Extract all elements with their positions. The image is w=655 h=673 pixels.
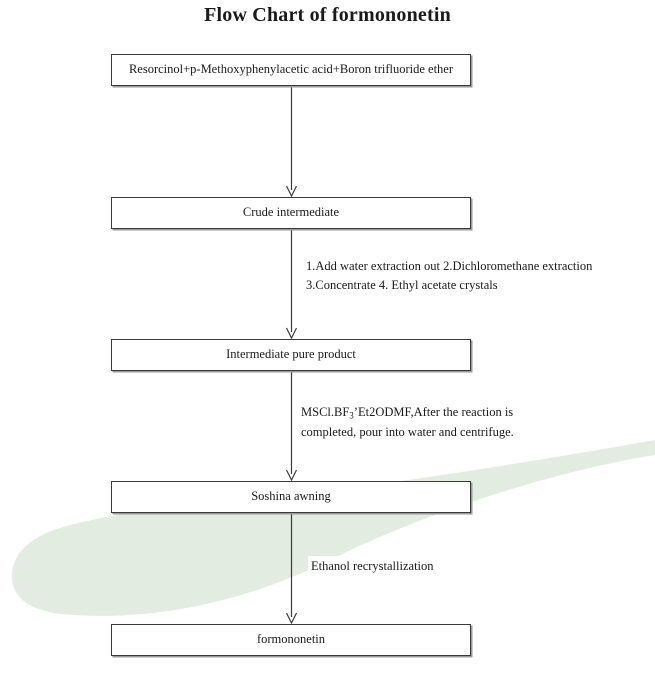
node-box-reactants[interactable]: Resorcinol+p-Methoxyphenylacetic acid+Bo…: [111, 54, 471, 86]
node-label: formononetin: [256, 632, 326, 647]
node-label: Resorcinol+p-Methoxyphenylacetic acid+Bo…: [128, 62, 454, 77]
annotation-reagents-workup: MSCl.BF3’Et2ODMF,After the reaction is c…: [298, 402, 517, 444]
annotation-line: 3.Concentrate 4. Ethyl acetate crystals: [306, 278, 498, 293]
arrow-down-icon: [284, 371, 299, 481]
node-box-soshina-awning[interactable]: Soshina awning: [111, 481, 471, 513]
annotation-line: completed, pour into water and centrifug…: [301, 425, 514, 440]
node-box-intermediate-pure-product[interactable]: Intermediate pure product: [111, 339, 471, 371]
formula-prefix: MSCl.BF: [301, 405, 350, 419]
annotation-ethanol-recrystallization: Ethanol recrystallization: [308, 556, 437, 578]
node-label: Soshina awning: [251, 489, 331, 504]
annotation-line: MSCl.BF3’Et2ODMF,After the reaction is: [301, 403, 514, 423]
annotation-purification-steps: 1.Add water extraction out 2.Dichloromet…: [303, 256, 596, 297]
formula-suffix: ’Et2ODMF,After the reaction is: [353, 405, 514, 419]
arrow-down-icon: [284, 229, 299, 339]
annotation-line: Ethanol recrystallization: [311, 559, 434, 573]
arrow-down-icon: [284, 513, 299, 624]
formula-subscript: 3: [349, 410, 354, 421]
node-box-formononetin[interactable]: formononetin: [111, 624, 471, 656]
node-box-crude-intermediate[interactable]: Crude intermediate: [111, 197, 471, 229]
arrow-down-icon: [284, 86, 299, 197]
node-label: Intermediate pure product: [226, 347, 356, 362]
annotation-line: 1.Add water extraction out 2.Dichloromet…: [306, 259, 593, 273]
node-label: Crude intermediate: [242, 205, 340, 220]
page-title: Flow Chart of formononetin: [204, 4, 451, 26]
